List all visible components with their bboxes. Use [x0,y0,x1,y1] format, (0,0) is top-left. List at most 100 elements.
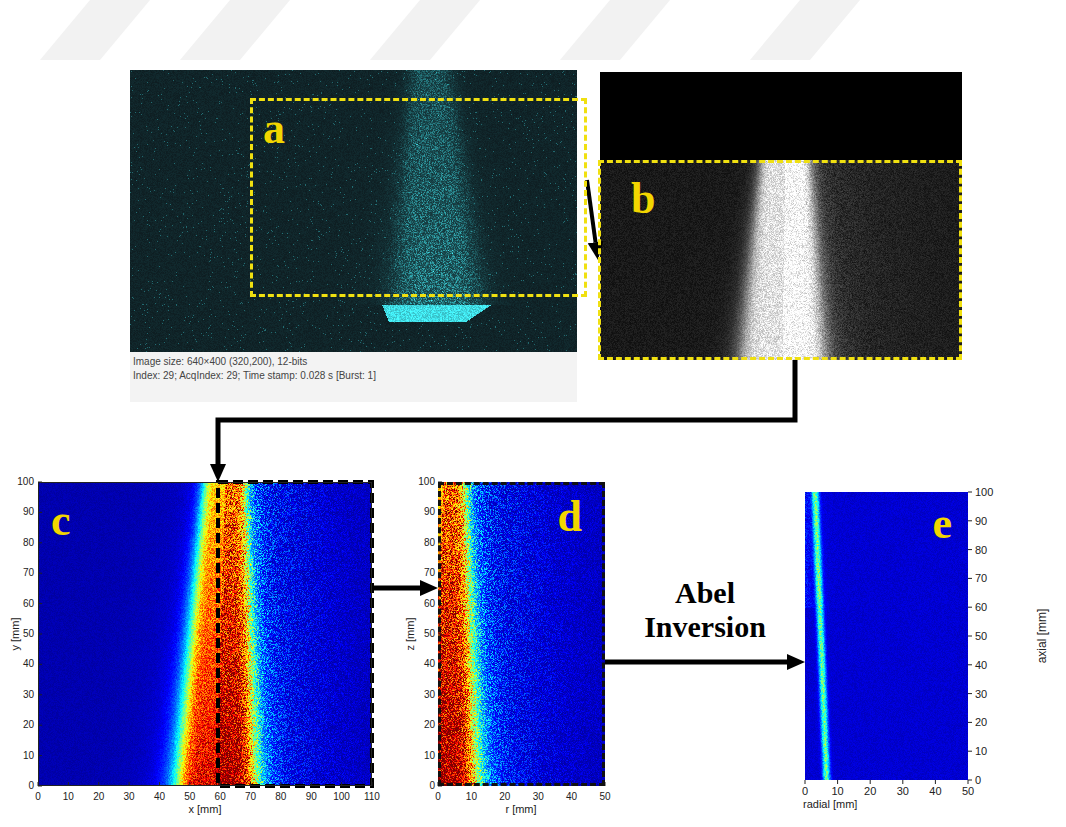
tick-mark [968,636,972,637]
tick-mark [968,780,972,781]
tick-label: 90 [306,791,317,803]
panel-box: e [805,492,968,780]
tick-label: 0 [975,774,981,787]
axis-title: r [mm] [505,803,536,816]
panel-box: a [250,98,587,297]
watermark-band [750,0,860,60]
axis-title: radial [mm] [803,798,857,811]
tick-mark [935,780,936,784]
half-intensity-map [438,482,605,786]
tick-label: 50 [23,628,34,640]
tick-label: 40 [154,791,165,803]
image-caption: Index: 29; AcqIndex: 29; Time stamp: 0.0… [133,370,376,382]
tick-label: 0 [28,780,34,792]
tick-label: 30 [533,791,544,803]
tick-mark [805,780,806,784]
tick-label: 20 [499,791,510,803]
tick-label: 90 [424,507,435,519]
tick-label: 90 [975,514,987,527]
watermark-band [560,0,670,60]
tick-label: 0 [435,791,441,803]
tick-label: 70 [975,572,987,585]
tick-label: 110 [364,791,380,803]
tick-label: 10 [975,745,987,758]
tick-label: 30 [424,689,435,701]
tick-label: 10 [23,750,34,762]
tick-label: 40 [23,659,34,671]
axes-layer [38,482,972,786]
watermark-band [40,0,150,60]
abel-map [805,492,968,780]
tick-label: 20 [864,785,876,798]
tick-mark [968,520,972,521]
tick-label: 100 [17,476,34,488]
tick-label: 20 [975,716,987,729]
tick-label: 100 [333,791,350,803]
tick-label: 40 [929,785,941,798]
tick-mark [902,780,903,784]
crop-box [218,482,372,786]
flow-arrow [605,660,787,665]
tick-mark [968,578,972,579]
axis-title: x [mm] [189,803,222,816]
panel-box: d [438,482,605,786]
watermark [40,0,860,60]
tick-label: 0 [429,780,435,792]
edge-label: Abel Inversion [630,576,780,644]
tick-label: 80 [975,543,987,556]
tick-mark [968,780,969,784]
tick-label: 30 [975,687,987,700]
panel-letter: e [932,502,952,546]
tick-label: 70 [424,567,435,579]
tick-label: 50 [975,630,987,643]
tick-label: 50 [184,791,195,803]
image-caption: Image size: 640×400 (320,200), 12-bits [133,356,307,368]
tick-label: 40 [975,658,987,671]
tick-label: 50 [962,785,974,798]
axis-title: axial [mm] [1036,609,1050,664]
tick-label: 20 [424,719,435,731]
tick-label: 10 [63,791,74,803]
tick-mark [837,780,838,784]
flow-arrow [372,586,420,591]
tick-label: 40 [566,791,577,803]
tick-label: 90 [23,507,34,519]
tick-mark [870,780,871,784]
tick-label: 70 [245,791,256,803]
tick-mark [968,607,972,608]
image-layer [38,70,968,786]
tick-label: 10 [831,785,843,798]
tick-mark [968,693,972,694]
tick-label: 100 [418,476,435,488]
tick-label: 50 [424,628,435,640]
tick-label: 30 [897,785,909,798]
tick-label: 80 [424,537,435,549]
panel-box: b [598,160,962,360]
tick-label: 10 [424,750,435,762]
tick-label: 20 [93,791,104,803]
caption-strip [130,352,577,402]
axis-title: z [mm] [404,618,417,651]
tick-mark [968,549,972,550]
tick-label: 50 [599,791,610,803]
tick-label: 10 [466,791,477,803]
panel-letter: b [631,177,655,221]
tick-label: 30 [124,791,135,803]
axis-title: y [mm] [9,618,22,651]
tick-label: 70 [23,567,34,579]
tick-label: 60 [424,598,435,610]
panel-letter: c [51,499,71,543]
watermark-band [180,0,290,60]
panel-letter: d [558,495,582,539]
panel-letter: a [263,107,285,151]
tick-mark [968,751,972,752]
tick-label: 100 [975,486,993,499]
camera-frame [130,70,577,352]
tick-label: 60 [215,791,226,803]
tick-label: 20 [23,719,34,731]
watermark-band [370,0,480,60]
tick-mark [968,722,972,723]
